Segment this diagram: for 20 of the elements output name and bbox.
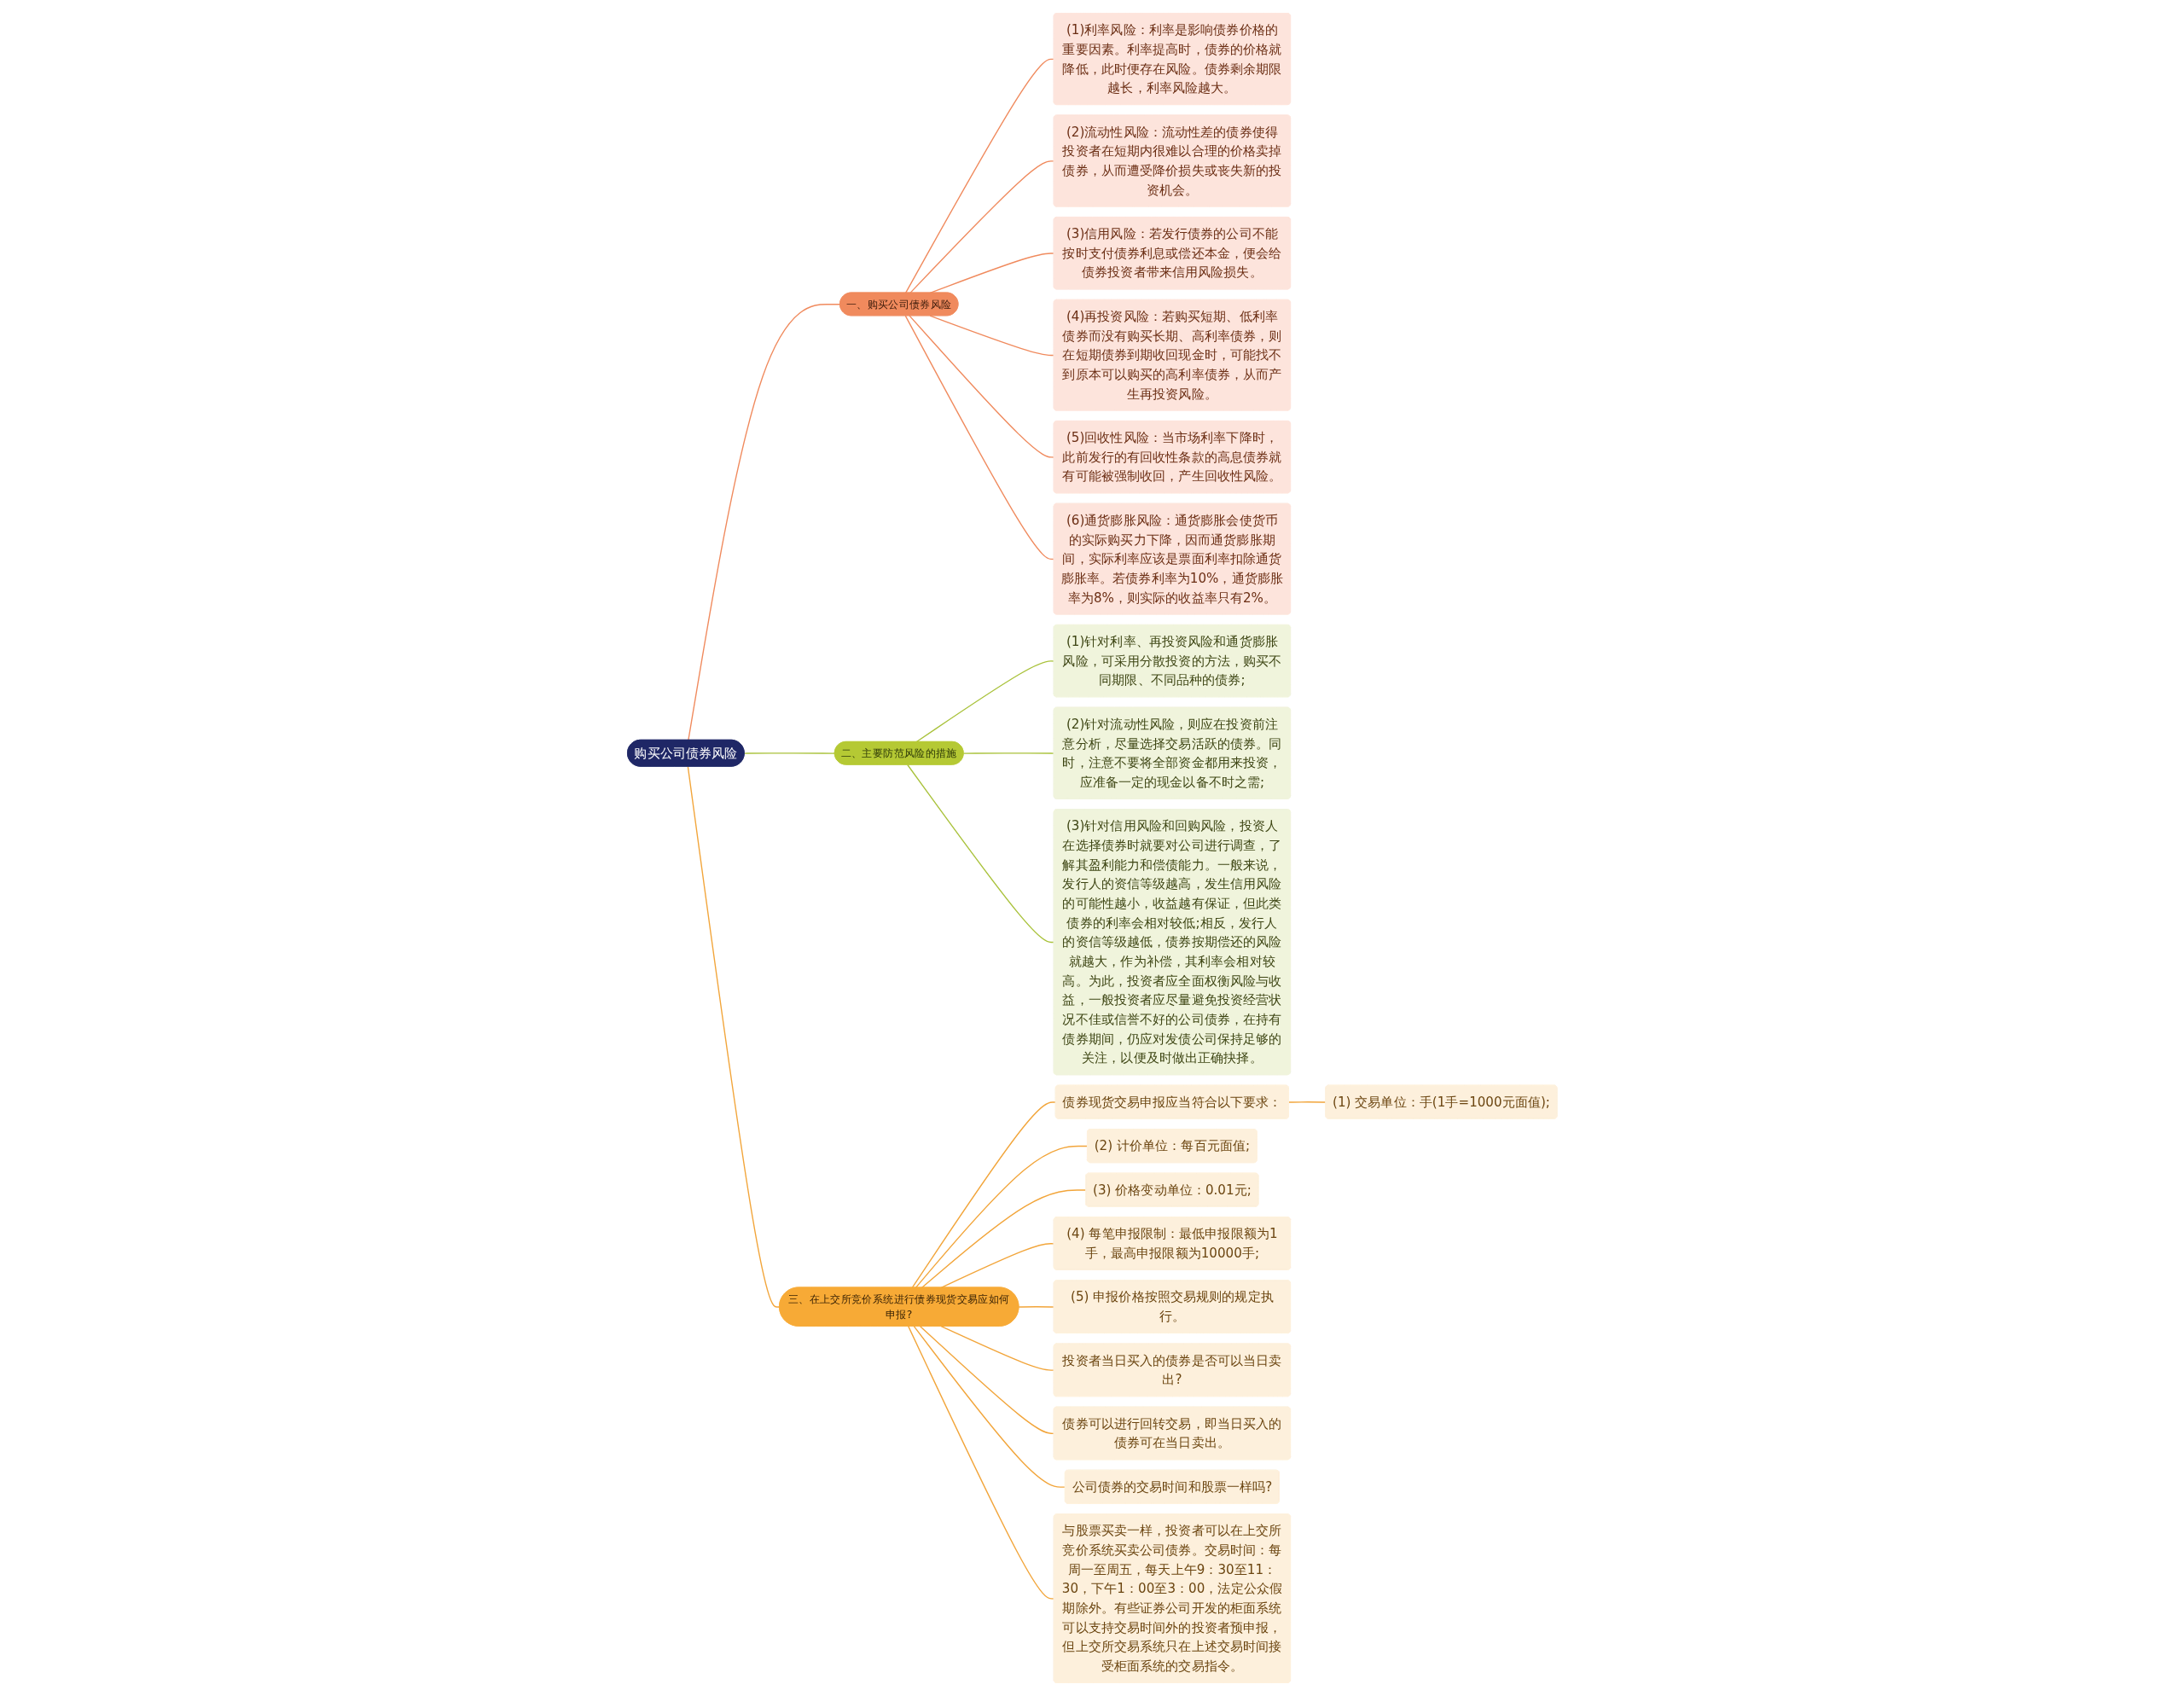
- connector: [1287, 1101, 1327, 1103]
- connector: [921, 1189, 1087, 1289]
- connector: [940, 1325, 1054, 1371]
- connector: [919, 1325, 1054, 1434]
- connector: [1018, 1306, 1054, 1308]
- connector: [913, 1325, 1066, 1488]
- connector: [743, 752, 835, 754]
- connector: [906, 764, 1054, 944]
- connector: [904, 315, 1054, 560]
- connector: [915, 1145, 1089, 1289]
- connector: [687, 304, 841, 741]
- connector: [911, 1101, 1056, 1289]
- connector: [962, 752, 1054, 754]
- connector: [929, 315, 1054, 357]
- connector: [909, 315, 1054, 458]
- connector: [687, 765, 781, 1308]
- connector: [907, 1325, 1054, 1600]
- connector: [904, 58, 1054, 294]
- connector: [915, 660, 1054, 743]
- connector: [909, 160, 1054, 294]
